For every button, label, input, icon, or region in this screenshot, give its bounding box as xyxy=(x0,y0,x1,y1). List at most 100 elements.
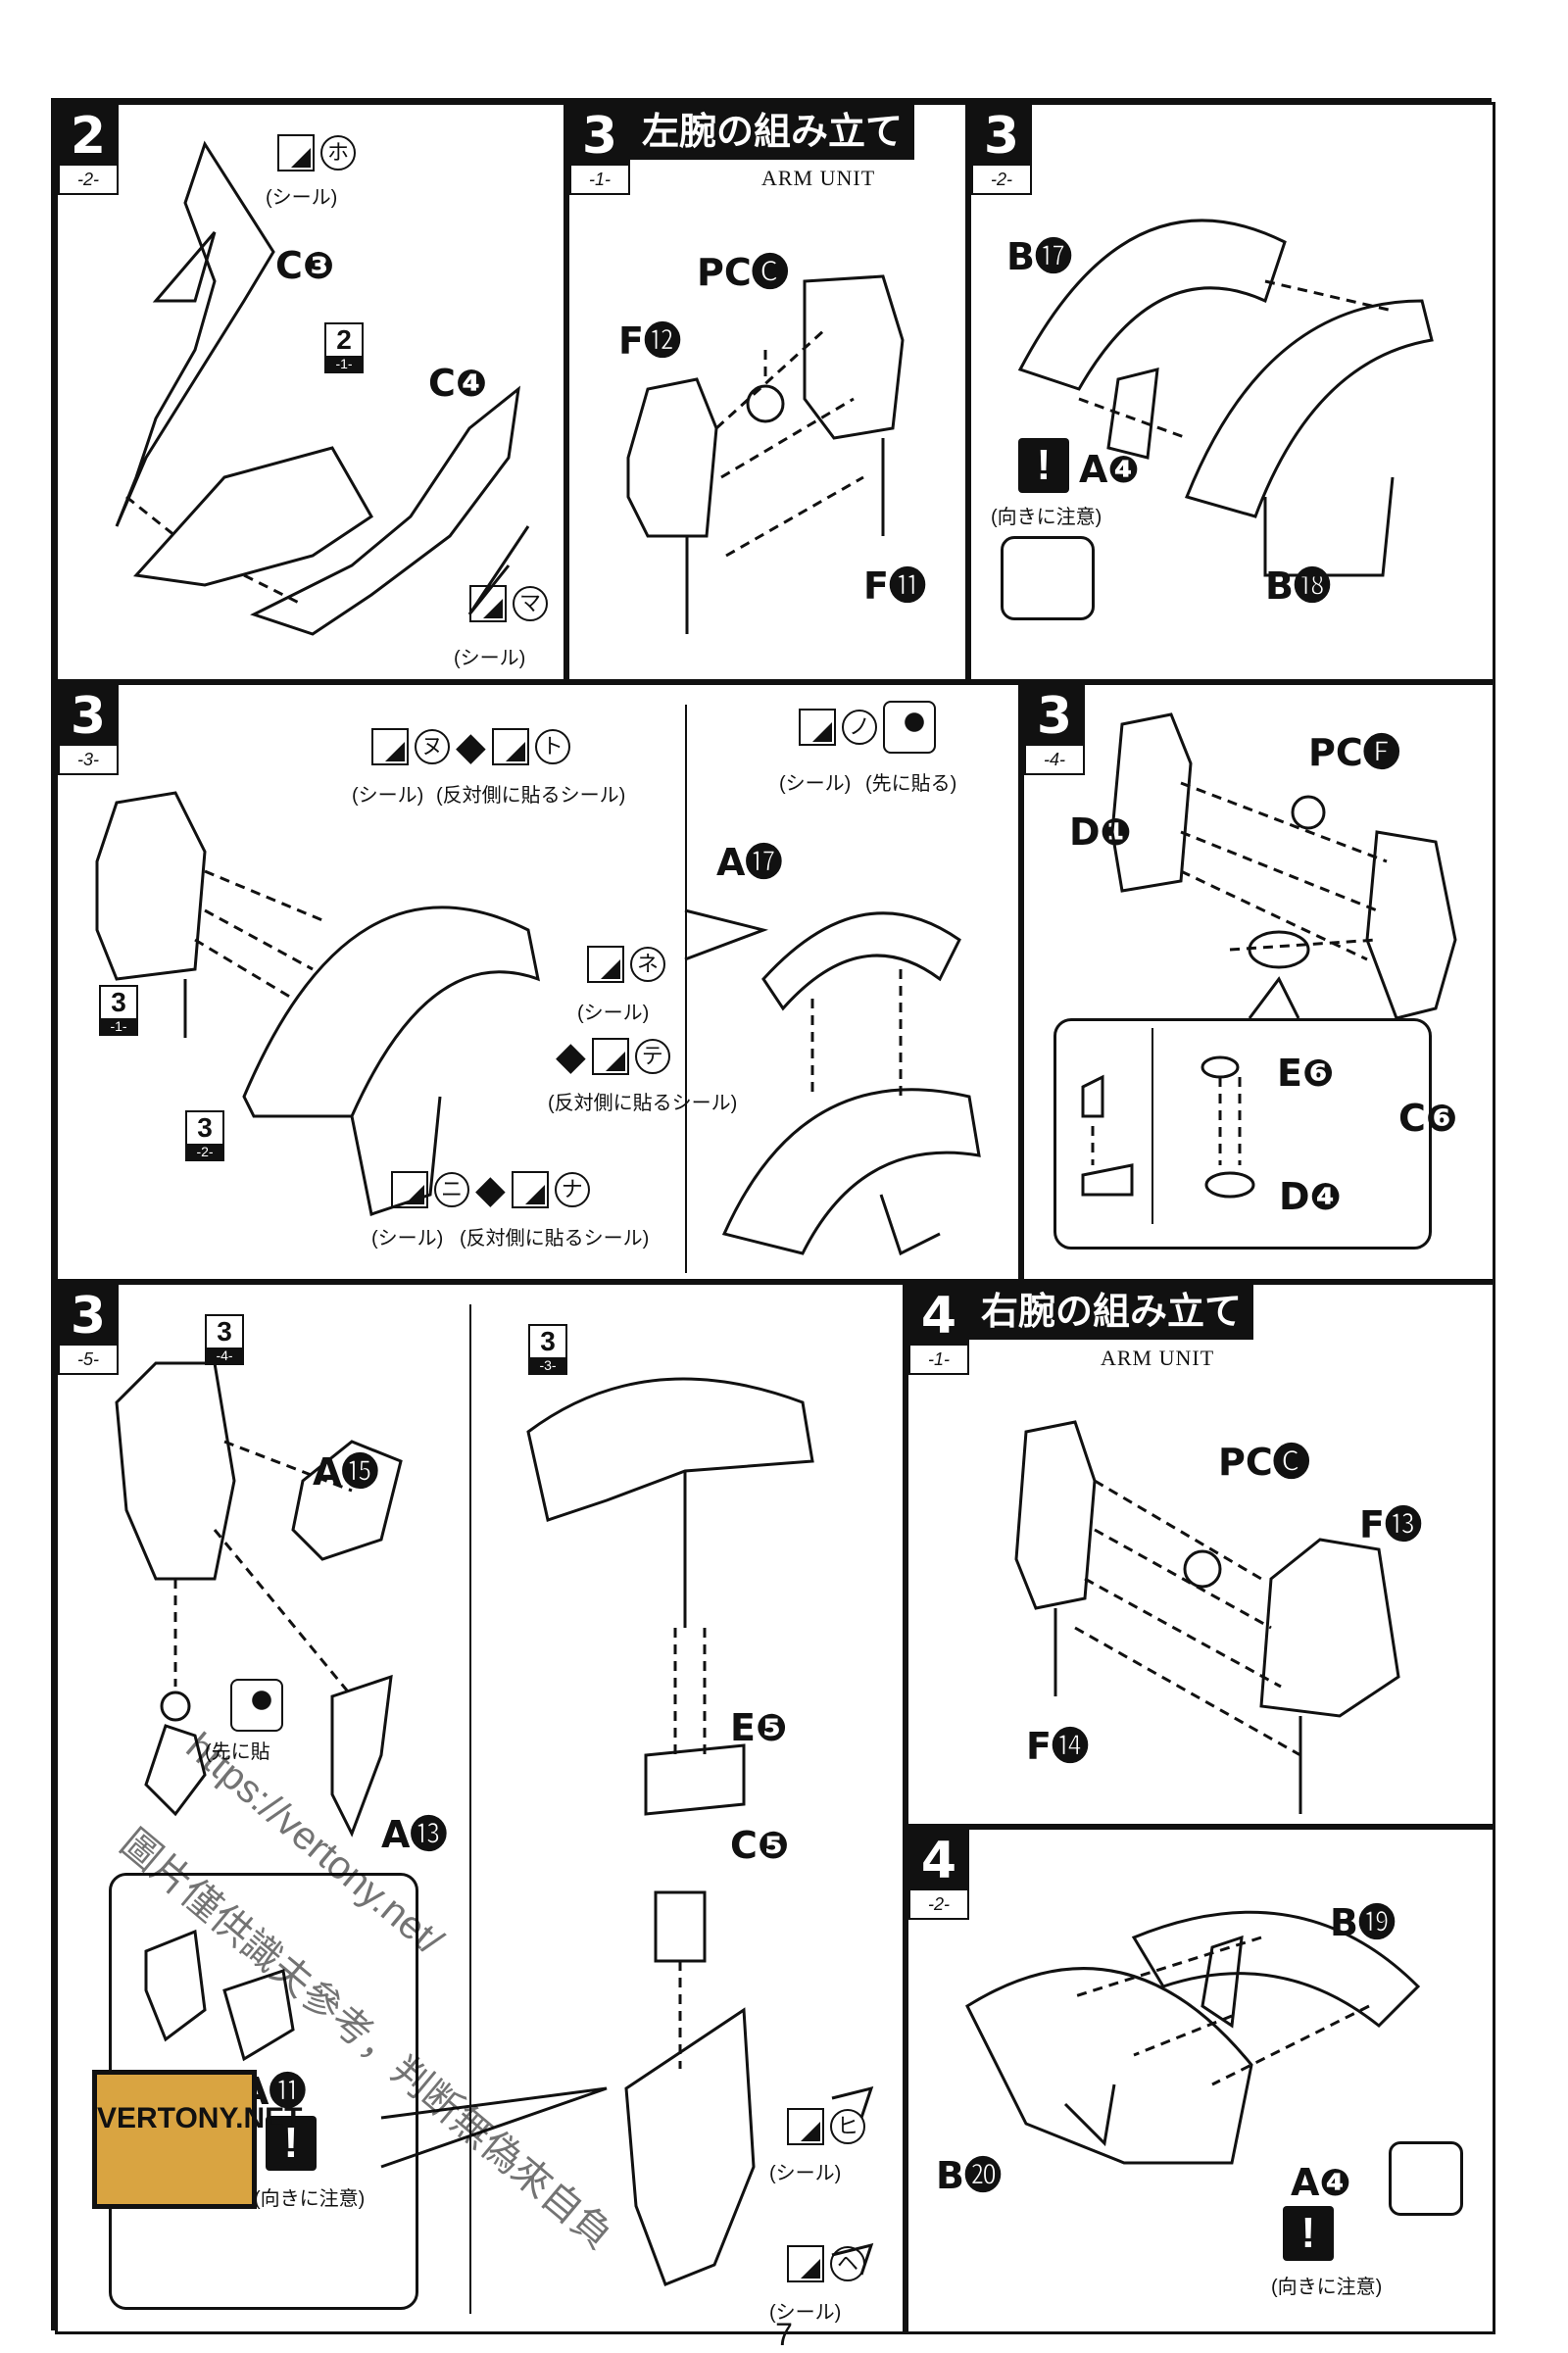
sticker-callout: ノ xyxy=(799,701,936,754)
panel-step-4-1: 4 -1- 右腕の組み立て ARM UNIT PC🅒 F⓭ F⓮ xyxy=(906,1282,1495,1827)
part-label: B⓳ xyxy=(1330,1901,1396,1944)
part-label: A⓱ xyxy=(716,841,783,884)
part-label: F⓬ xyxy=(618,319,681,363)
sticker-icon xyxy=(591,1038,629,1075)
parts-illustration xyxy=(965,1910,1421,2165)
part-label: D❶ xyxy=(1069,810,1132,854)
ref-step-sub: -2- xyxy=(187,1144,222,1159)
apply-first-icon xyxy=(883,701,936,754)
sticker-note: (シール) xyxy=(779,773,852,795)
ref-step-badge: 2 -1- xyxy=(324,322,364,373)
part-label: B⓱ xyxy=(1006,235,1072,278)
part-label: E❺ xyxy=(730,1706,788,1749)
section-subtitle: ARM UNIT xyxy=(761,166,876,190)
step-badge: 3 -4- xyxy=(1024,685,1085,775)
step-badge: 3 -5- xyxy=(58,1285,119,1375)
detail-box xyxy=(1054,1018,1432,1250)
section-title: 左腕の組み立て xyxy=(630,105,915,160)
sticker-icon xyxy=(787,2245,824,2282)
sticker-note: (反対側に貼るシール) xyxy=(436,785,626,807)
parts-illustration xyxy=(95,791,981,1256)
step-number: 3 xyxy=(581,107,618,166)
part-label: B⓴ xyxy=(936,2154,1002,2197)
watermark-logo: VERTONY.NET xyxy=(92,2070,303,2209)
step-sub: -5- xyxy=(58,1346,119,1375)
instruction-sheet: 2 -2- ホ (シール) C❸ 2 -1- C❹ マ (シール) xyxy=(51,98,1495,2334)
step-sub: -1- xyxy=(569,166,630,195)
parts-illustration xyxy=(1017,219,1434,577)
sticker-note: (シール) xyxy=(454,648,526,669)
step-sub: -2- xyxy=(58,166,119,195)
step-badge: 4 -2- xyxy=(908,1830,969,1920)
part-label: PC🅒 xyxy=(697,251,789,294)
sticker-icon xyxy=(371,728,409,765)
part-label: C❹ xyxy=(428,362,488,405)
ref-step-badge: 3 -2- xyxy=(185,1110,224,1161)
sticker-note: (シール) xyxy=(266,187,338,209)
sticker-icon xyxy=(799,709,836,746)
sticker-callout: ニ ◆ ナ xyxy=(391,1167,590,1212)
step-badge: 2 -2- xyxy=(58,105,119,195)
step-number: 3 xyxy=(1036,687,1073,746)
step-sub: -2- xyxy=(971,166,1032,195)
step-sub: -1- xyxy=(908,1346,969,1375)
sticker-icon xyxy=(277,134,315,172)
sticker-note: (反対側に貼るシール) xyxy=(548,1093,738,1114)
swap-icon: ◆ xyxy=(475,1168,506,1211)
sticker-callout: ヒ xyxy=(787,2108,865,2145)
panel-step-3-4: 3 -4- PC🅕 D❶ E❻ C❻ D❹ xyxy=(1021,682,1495,1282)
ref-step-number: 3 xyxy=(111,987,126,1017)
sticker-callout: ヘ xyxy=(787,2245,865,2282)
sticker-note: (反対側に貼るシール) xyxy=(460,1228,650,1250)
panel-step-3-2: 3 -2- B⓱ ! A❹ (向きに注意) B⓲ xyxy=(968,102,1495,682)
step-number: 3 xyxy=(70,1287,107,1346)
step-number: 4 xyxy=(920,1832,957,1890)
part-label: A❹ xyxy=(1291,2161,1351,2204)
sticker-kana: ト xyxy=(534,729,570,764)
ref-step-number: 2 xyxy=(336,324,352,355)
sticker-kana: ホ xyxy=(320,135,356,171)
ref-step-badge: 3 -3- xyxy=(528,1324,567,1375)
sticker-kana: ニ xyxy=(434,1172,469,1207)
sticker-callout: ホ xyxy=(277,134,356,172)
sticker-callout: ネ xyxy=(587,946,665,983)
ref-step-number: 3 xyxy=(540,1326,556,1356)
sticker-icon xyxy=(587,946,624,983)
part-label: C❻ xyxy=(1398,1097,1458,1140)
section-title: 右腕の組み立て xyxy=(969,1285,1254,1340)
panel-step-2-2: 2 -2- ホ (シール) C❸ 2 -1- C❹ マ (シール) xyxy=(55,102,566,682)
sticker-note: (シール) xyxy=(352,785,424,807)
part-label: F⓫ xyxy=(863,564,926,608)
step-sub: -2- xyxy=(908,1890,969,1920)
page-number: 7 xyxy=(775,2317,793,2352)
ref-step-sub: -1- xyxy=(101,1018,136,1034)
ref-step-number: 3 xyxy=(217,1316,232,1347)
sticker-kana: ヒ xyxy=(830,2109,865,2144)
step-number: 4 xyxy=(920,1287,957,1346)
step-badge: 3 -2- xyxy=(971,105,1032,195)
sticker-note: (シール) xyxy=(769,2163,842,2184)
sticker-callout: ◆ テ xyxy=(556,1034,670,1079)
part-label: C❺ xyxy=(730,1824,790,1867)
sticker-icon xyxy=(491,728,529,765)
sticker-kana: テ xyxy=(634,1039,670,1074)
part-label: PC🅒 xyxy=(1218,1441,1310,1484)
orientation-detail xyxy=(1389,2141,1463,2216)
step-badge: 4 -1- xyxy=(908,1285,969,1375)
parts-illustration xyxy=(115,1361,874,2286)
caution-note: (向きに注意) xyxy=(991,507,1102,528)
sticker-kana: ノ xyxy=(842,710,877,745)
part-label: A⓯ xyxy=(313,1450,379,1494)
swap-icon: ◆ xyxy=(456,725,486,768)
parts-illustration xyxy=(115,140,530,636)
sticker-note: (シール) xyxy=(769,2302,842,2324)
sticker-kana: ナ xyxy=(554,1172,590,1207)
part-label: B⓲ xyxy=(1265,564,1331,608)
apply-first-icon xyxy=(230,1679,283,1732)
step-sub: -3- xyxy=(58,746,119,775)
part-label: A⓭ xyxy=(381,1813,448,1856)
sticker-kana: ヌ xyxy=(415,729,450,764)
step-sub: -4- xyxy=(1024,746,1085,775)
caution-icon: ! xyxy=(266,2116,317,2171)
ref-step-badge: 3 -1- xyxy=(99,985,138,1036)
